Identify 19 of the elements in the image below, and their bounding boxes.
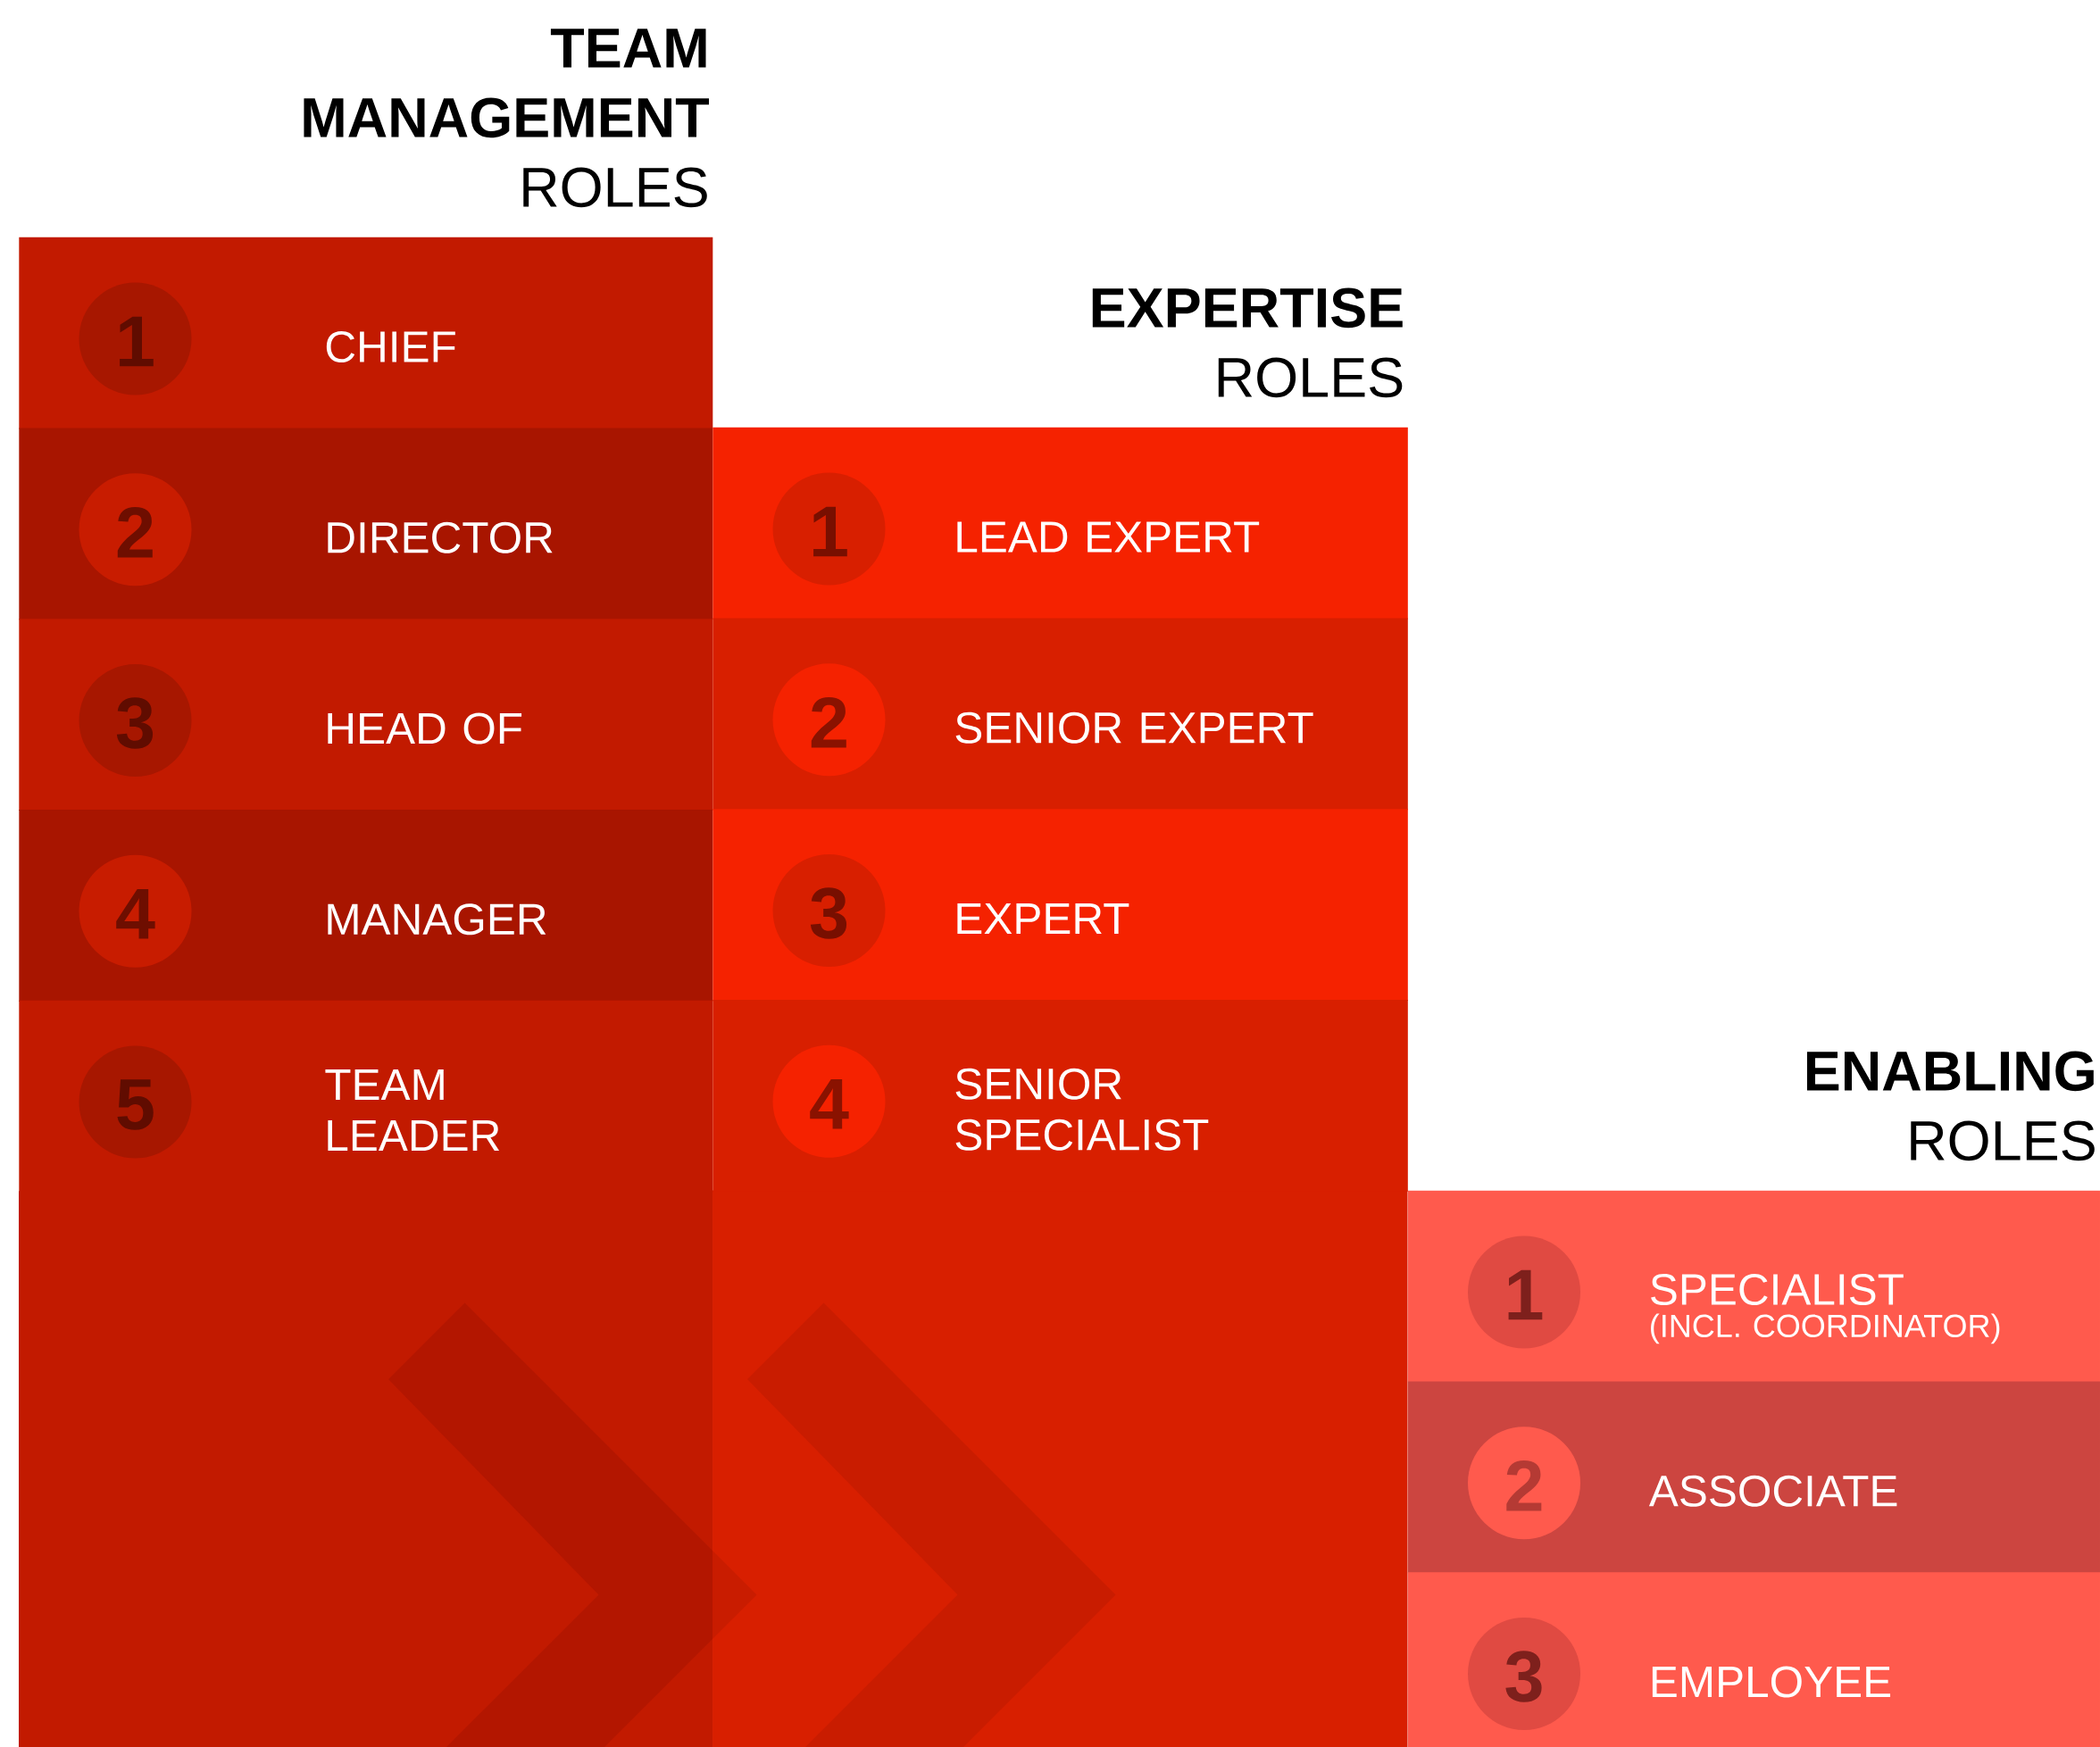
role-band: 1 LEAD EXPERT <box>712 427 1408 620</box>
role-band: 2 ASSOCIATE <box>1407 1381 2100 1573</box>
role-band: 3 EXPERT <box>712 809 1408 1001</box>
role-band: 2 DIRECTOR <box>19 428 713 620</box>
node-label: SENIOR SPECIALIST <box>955 1068 1209 1151</box>
role-band: 1 CHIEF <box>19 237 713 429</box>
role-band: 1 SPECIALIST (INCL. COORDINATOR) <box>1407 1190 2100 1383</box>
node-label: 4 <box>810 1078 849 1129</box>
role-band: 4 MANAGER <box>19 809 713 1002</box>
role-band: 4 SENIOR SPECIALIST <box>712 999 1408 1192</box>
node-label: TEAM LEADER <box>325 1069 500 1151</box>
column-heading: TEAM MANAGEMENT ROLES <box>304 29 709 207</box>
role-band: 2 SENIOR EXPERT <box>712 618 1408 810</box>
column-heading: EXPERTISE ROLES <box>1092 287 1403 397</box>
column-heading: ENABLING ROLES <box>1806 1051 2095 1161</box>
role-band: 5 TEAM LEADER <box>19 1000 713 1193</box>
node-label: 5 <box>117 1079 154 1130</box>
role-band: 3 HEAD OF <box>19 619 713 811</box>
role-band: 3 EMPLOYEE <box>1407 1572 2100 1747</box>
